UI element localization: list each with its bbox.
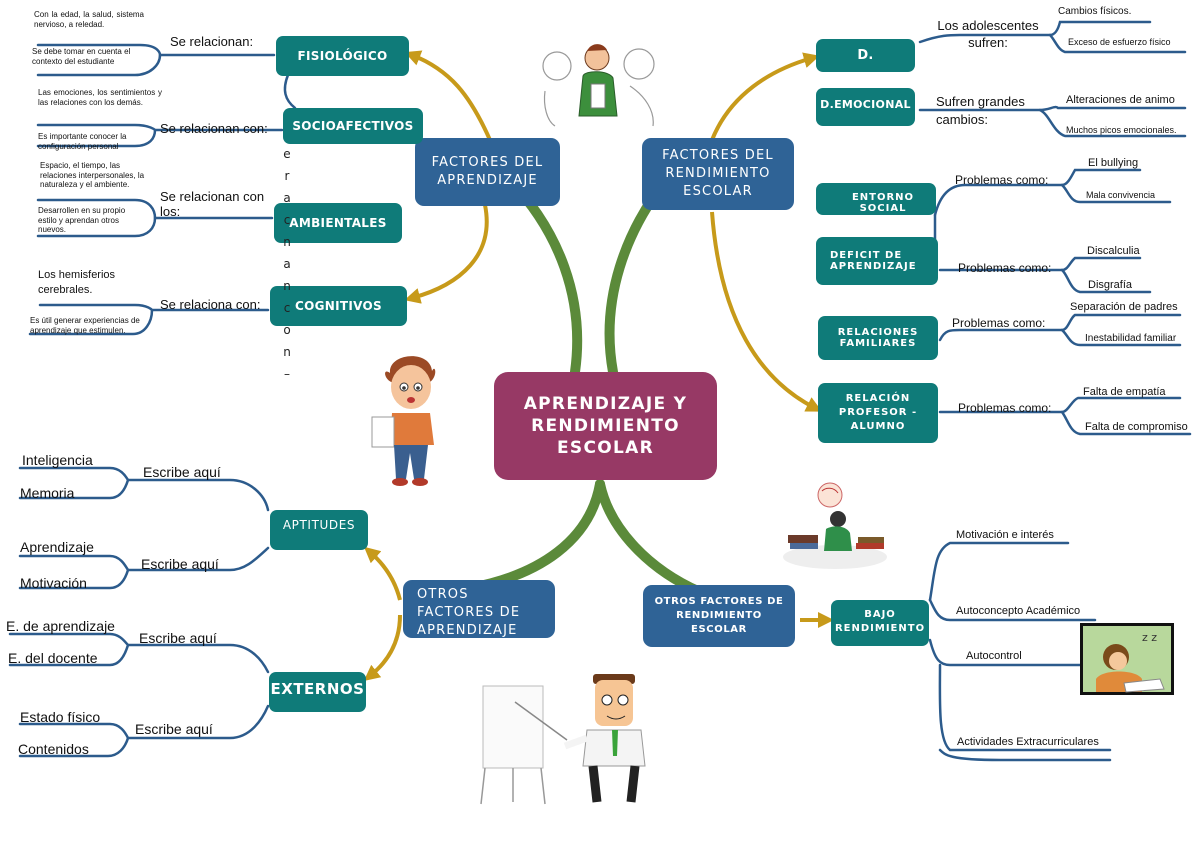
arrow-d (710, 52, 820, 141)
box-fisiologico[interactable]: FISIOLÓGICO (276, 36, 409, 76)
note-socioafectivos-1: Las emociones, los sentimientos y las re… (38, 88, 162, 107)
arrow-cognitivos (404, 204, 489, 304)
sleepy-student-illustration: z z (1080, 623, 1174, 695)
label-profesor: Problemas como: (958, 401, 1052, 415)
hub-factores-aprendizaje[interactable]: FACTORES DEL APRENDIZAJE (415, 138, 560, 206)
note-fisiologico-1: Con la edad, la salud, sistema nervioso,… (34, 10, 144, 29)
branch-lower-right (595, 479, 705, 597)
item-aptitudes-memoria: Memoria (20, 485, 75, 501)
item-externos-contenidos: Contenidos (18, 741, 89, 757)
branch-lower-left (465, 479, 605, 593)
label-emocional: Sufren grandes cambios: (936, 94, 1025, 128)
item-familiares-2: Inestabilidad familiar (1085, 333, 1177, 344)
item-externos-aprendizaje: E. de aprendizaje (6, 618, 115, 634)
box-socioafectivos[interactable]: SOCIOAFECTIVOS (283, 108, 423, 144)
label-ambientales: Se relacionan con los: (160, 189, 265, 219)
item-aptitudes-aprendizaje: Aprendizaje (20, 539, 94, 555)
label-externos-2: Escribe aquí (135, 721, 213, 737)
box-ambientales[interactable]: AMBIENTALES (274, 203, 402, 243)
item-aptitudes-inteligencia: Inteligencia (22, 452, 93, 468)
note-ambientales-1: Espacio, el tiempo, las relaciones inter… (40, 161, 145, 190)
box-deficit[interactable]: DEFICIT DE APRENDIZAJE (816, 237, 938, 285)
hub-otros-rendimiento[interactable]: OTROS FACTORES DE RENDIMIENTO ESCOLAR (643, 585, 795, 647)
note-cognitivos-2: Es útil generar experiencias de aprendiz… (30, 316, 140, 335)
label-aptitudes-1: Escribe aquí (143, 464, 221, 480)
box-profesor[interactable]: RELACIÓN PROFESOR - ALUMNO (818, 383, 938, 443)
box-familiares[interactable]: RELACIONES FAMILIARES (818, 316, 938, 360)
label-deficit: Problemas como: (958, 261, 1052, 275)
central-topic[interactable]: APRENDIZAJE Y RENDIMIENTO ESCOLAR (494, 372, 717, 480)
item-d-2: Exceso de esfuerzo físico (1068, 37, 1171, 47)
item-entorno-1: El bullying (1088, 157, 1139, 169)
box-bajo-rendimiento[interactable]: BAJO RENDIMIENTO (831, 600, 929, 646)
item-externos-estado: Estado físico (20, 709, 101, 725)
hub-factores-rendimiento[interactable]: FACTORES DEL RENDIMIENTO ESCOLAR (642, 138, 794, 210)
vertical-overflow-text: e r a c n a n c o n – (282, 143, 298, 385)
stressed-student-sketch (542, 44, 655, 127)
arrow-fisiologico (404, 50, 492, 141)
box-emocional[interactable]: D.EMOCIONAL (816, 88, 915, 126)
item-deficit-1: Discalculia (1087, 245, 1140, 257)
box-cognitivos[interactable]: COGNITIVOS (270, 286, 407, 326)
vertical-letters: e r a c n a n c o n – (283, 147, 291, 381)
item-familiares-1: Separación de padres (1070, 301, 1178, 313)
arrow-profesor (710, 211, 823, 412)
note-ambientales-2: Desarrollen en su propio estilo y aprend… (38, 206, 126, 235)
item-motivacion-interes: Motivación e interés (956, 529, 1054, 541)
item-emocional-1: Alteraciones de animo (1066, 94, 1175, 106)
note-socioafectivos-2: Es importante conocer la configuración p… (38, 132, 127, 151)
arrow-externos (363, 614, 402, 681)
item-deficit-2: Disgrafía (1088, 279, 1133, 291)
label-socioafectivos: Se relacionan con: (160, 121, 268, 136)
item-d-1: Cambios físicos. (1058, 6, 1132, 17)
studying-girl-illustration (783, 482, 887, 569)
item-externos-docente: E. del docente (8, 650, 98, 666)
box-d[interactable]: D. (816, 39, 915, 72)
item-profesor-1: Falta de empatía (1083, 386, 1166, 398)
gold-arrows (363, 50, 834, 681)
label-aptitudes-2: Escribe aquí (141, 556, 219, 572)
box-externos[interactable]: EXTERNOS (269, 672, 366, 712)
item-entorno-2: Mala convivencia (1086, 190, 1156, 200)
label-entorno: Problemas como: (955, 173, 1049, 187)
arrow-aptitudes (363, 546, 402, 601)
label-cognitivos: Se relaciona con: (160, 297, 261, 312)
item-autocontrol: Autocontrol (966, 650, 1022, 662)
note-cognitivos-1: Los hemisferios cerebrales. (38, 269, 116, 297)
label-externos-1: Escribe aquí (139, 630, 217, 646)
item-profesor-2: Falta de compromiso (1085, 421, 1188, 433)
label-familiares: Problemas como: (952, 316, 1046, 330)
label-d: Los adolescentes sufren: (937, 18, 1039, 50)
item-emocional-2: Muchos picos emocionales. (1066, 125, 1177, 135)
worried-boy-illustration (371, 356, 436, 486)
item-extracurriculares: Actividades Extracurriculares (957, 736, 1099, 748)
item-aptitudes-motivacion: Motivación (20, 575, 87, 591)
teacher-presenting-illustration (480, 674, 646, 805)
svg-text:z z: z z (1142, 631, 1157, 644)
hub-otros-aprendizaje[interactable]: OTROS FACTORES DE APRENDIZAJE (403, 580, 555, 638)
blue-brackets (8, 20, 1192, 762)
box-entorno[interactable]: ENTORNO SOCIAL (816, 183, 936, 215)
note-fisiologico-2: Se debe tomar en cuenta el contexto del … (32, 47, 131, 66)
box-aptitudes[interactable]: APTITUDES (270, 510, 368, 550)
item-autoconcepto: Autoconcepto Académico (956, 605, 1081, 617)
label-fisiologico: Se relacionan: (170, 34, 254, 49)
